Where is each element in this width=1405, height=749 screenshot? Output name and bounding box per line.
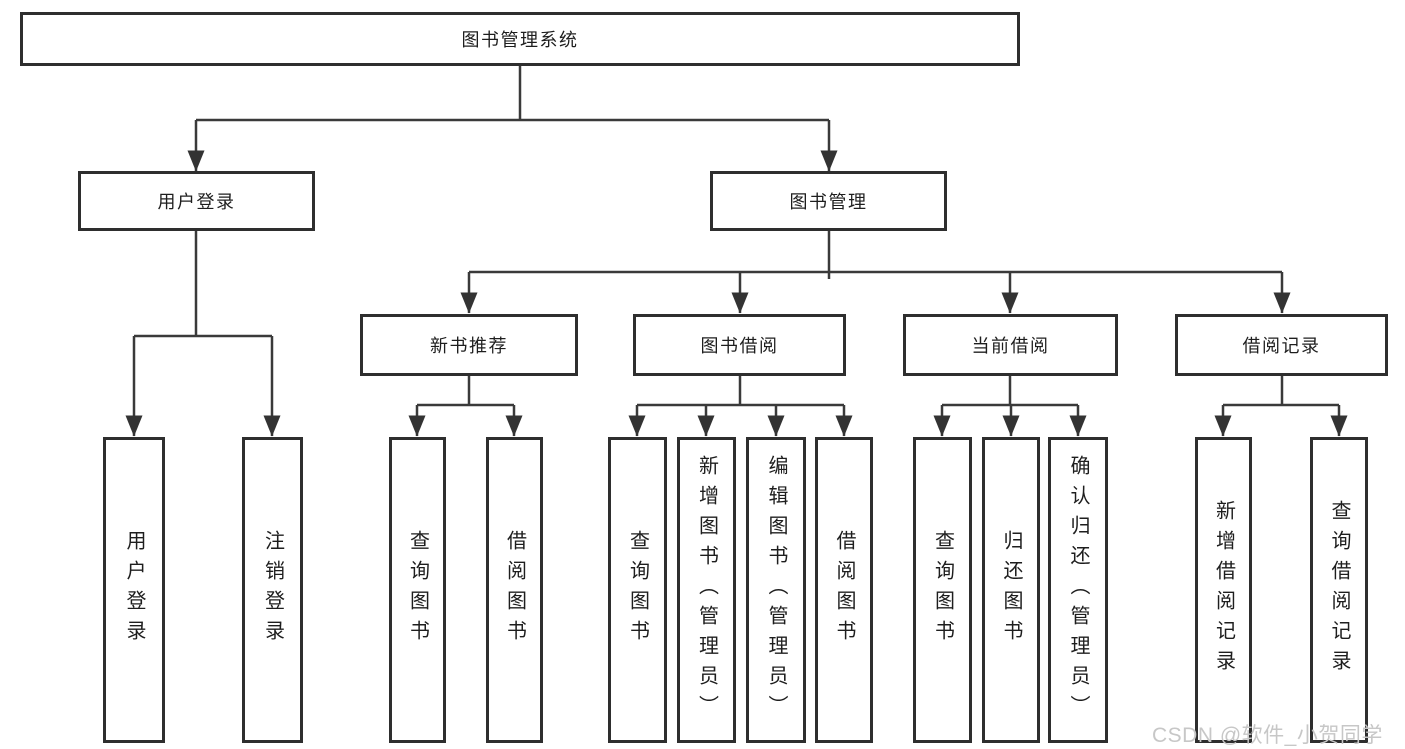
leaf-label: 查询借阅记录	[1328, 500, 1350, 680]
leaf-label: 查询图书	[931, 530, 954, 650]
leaf-query-borrow-record: 查询借阅记录	[1310, 437, 1368, 743]
leaf-label: 确认归还（管理员）	[1067, 455, 1089, 725]
leaf-label: 查询图书	[626, 530, 649, 650]
leaf-add-borrow-record: 新增借阅记录	[1195, 437, 1252, 743]
leaf-return-books: 归还图书	[982, 437, 1040, 743]
leaf-add-books-admin: 新增图书（管理员）	[677, 437, 736, 743]
leaf-logout: 注销登录	[242, 437, 303, 743]
leaf-label: 新增借阅记录	[1212, 500, 1235, 680]
connector-arrows	[125, 120, 1348, 437]
node-label: 图书借阅	[700, 336, 779, 356]
leaf-label: 查询图书	[406, 530, 429, 650]
leaf-label: 编辑图书（管理员）	[765, 455, 787, 725]
leaf-confirm-return-admin: 确认归还（管理员）	[1048, 437, 1108, 743]
leaf-label: 归还图书	[1000, 530, 1022, 650]
leaf-query-books-current: 查询图书	[913, 437, 972, 743]
leaf-edit-books-admin: 编辑图书（管理员）	[746, 437, 806, 743]
leaf-query-books-borrowing: 查询图书	[608, 437, 667, 743]
node-label: 用户登录	[157, 192, 236, 212]
watermark: CSDN @软件_小贺同学	[1152, 724, 1383, 747]
node-label: 图书管理	[789, 192, 868, 212]
node-new-book-recommend: 新书推荐	[360, 314, 578, 376]
leaf-label: 新增图书（管理员）	[695, 455, 718, 725]
leaf-label: 借阅图书	[833, 530, 855, 650]
node-label: 图书管理系统	[461, 30, 579, 50]
node-user-login: 用户登录	[78, 171, 315, 231]
node-label: 借阅记录	[1242, 336, 1321, 356]
node-label: 新书推荐	[430, 336, 508, 356]
leaf-user-login: 用户登录	[103, 437, 165, 743]
leaf-label: 借阅图书	[503, 530, 526, 650]
leaf-borrow-books-borrowing: 借阅图书	[815, 437, 873, 743]
node-current-borrowing: 当前借阅	[903, 314, 1118, 376]
leaf-label: 注销登录	[261, 530, 284, 650]
node-label: 当前借阅	[971, 336, 1050, 356]
leaf-label: 用户登录	[123, 530, 145, 650]
node-book-borrowing: 图书借阅	[633, 314, 846, 376]
node-book-management: 图书管理	[710, 171, 947, 231]
leaf-borrow-books-recommend: 借阅图书	[486, 437, 543, 743]
node-root: 图书管理系统	[20, 12, 1020, 66]
node-borrowing-records: 借阅记录	[1175, 314, 1388, 376]
leaf-query-books-recommend: 查询图书	[389, 437, 446, 743]
